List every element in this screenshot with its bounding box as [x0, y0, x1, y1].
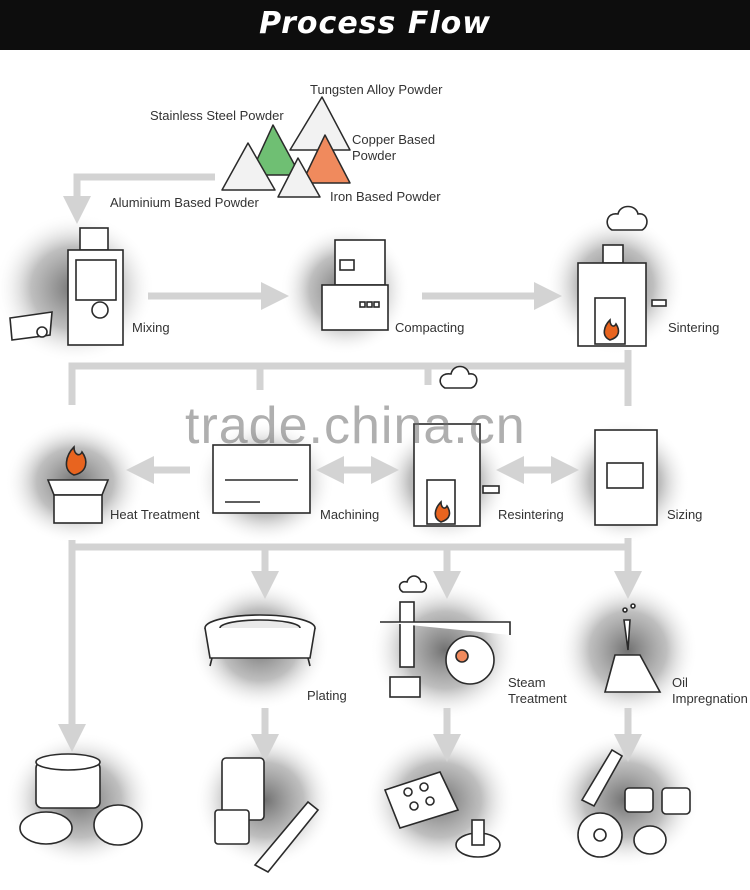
machining-label: Machining — [320, 507, 380, 522]
compacting-press-icon — [321, 239, 389, 331]
steam-treatment-label-line2: Treatment — [508, 691, 567, 706]
sizing-label: Sizing — [667, 507, 703, 522]
product-group-1 — [19, 753, 143, 846]
plating-label: Plating — [307, 688, 347, 703]
steam-treatment-label-line1: Steam — [508, 675, 546, 690]
iron-powder-pile — [277, 157, 321, 198]
product-group-2 — [214, 757, 320, 874]
compacting-label: Compacting — [395, 320, 465, 335]
plating-bath-icon — [204, 614, 316, 667]
page-title: Process Flow — [259, 6, 491, 41]
resintering-label: Resintering — [498, 507, 564, 522]
bus-after-sizing — [72, 538, 632, 551]
process-diagram: Tungsten Alloy Powder Stainless Steel Po… — [0, 50, 750, 890]
diagram-canvas — [0, 96, 700, 874]
steam-treatment-icon — [380, 575, 511, 698]
copper-powder-label-line1: Copper Based — [352, 132, 436, 147]
product-group-3 — [383, 771, 501, 858]
arrow-powder-to-mixing — [63, 173, 215, 224]
sizing-press-icon — [594, 429, 658, 526]
oil-impregnation-label-line2: Impregnation — [672, 691, 748, 706]
header-banner: Process Flow — [0, 0, 750, 50]
stainless-powder-label: Stainless Steel Powder — [150, 108, 284, 123]
product-group-4 — [577, 748, 691, 858]
flame-icon — [65, 445, 87, 476]
heat-treatment-label: Heat Treatment — [110, 507, 200, 522]
oil-impregnation-icon — [603, 603, 662, 693]
flow-arrows — [58, 173, 642, 762]
flame-icon — [603, 318, 620, 341]
tungsten-powder-pile — [289, 96, 351, 151]
sintering-furnace-icon — [577, 205, 667, 347]
heat-treatment-icon — [46, 445, 110, 524]
watermark-text: trade.china.cn — [185, 397, 526, 455]
copper-powder-label-line2: Powder — [352, 148, 397, 163]
copper-powder-pile — [301, 134, 351, 184]
oil-impregnation-label-line1: Oil — [672, 675, 688, 690]
sintering-label: Sintering — [668, 320, 720, 335]
mixing-machine-icon — [9, 227, 124, 346]
bus-after-sintering — [68, 350, 632, 405]
powder-piles — [221, 96, 351, 198]
stainless-powder-pile — [249, 124, 301, 176]
flame-icon — [434, 500, 451, 523]
iron-powder-label: Iron Based Powder — [330, 189, 441, 204]
mixing-label: Mixing — [132, 320, 170, 335]
tungsten-powder-label: Tungsten Alloy Powder — [310, 82, 443, 97]
aluminium-powder-pile — [221, 142, 276, 191]
machining-icon — [212, 444, 311, 514]
aluminium-powder-label: Aluminium Based Powder — [110, 195, 259, 210]
resintering-furnace-icon — [413, 365, 500, 527]
